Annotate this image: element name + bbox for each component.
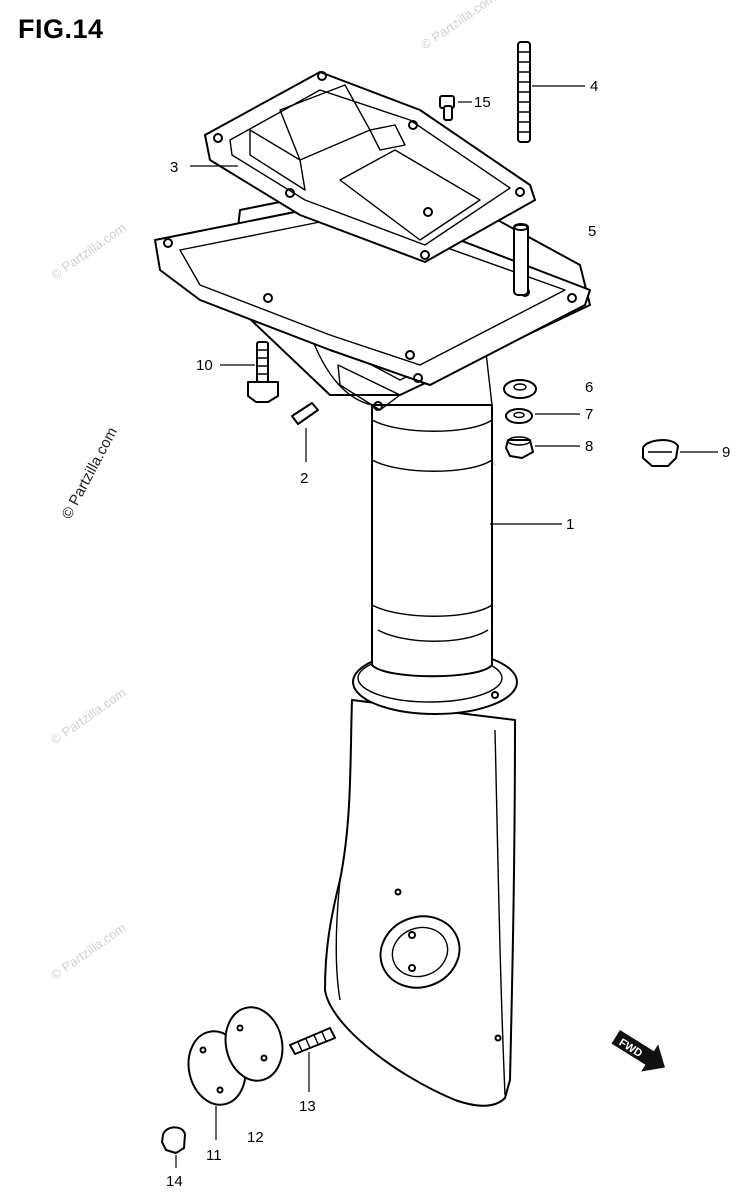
watermark: © Partzilla.com (418, 0, 498, 52)
gasket (204, 71, 536, 263)
leader-lines (175, 85, 718, 1168)
small-bolt (439, 95, 455, 121)
callout-8: 8 (585, 438, 593, 455)
callout-11: 11 (206, 1147, 222, 1164)
callout-2: 2 (300, 470, 308, 487)
cap-nut (642, 439, 679, 467)
stud-bolt (517, 41, 531, 143)
callout-9: 9 (722, 444, 730, 461)
callouts: 1 2 3 4 5 6 7 8 9 10 11 12 13 14 15 (166, 78, 730, 1190)
forward-arrow-icon: FWD (611, 1030, 665, 1072)
callout-4: 4 (590, 78, 598, 95)
figure-title: FIG.14 (18, 14, 104, 44)
watermark: © Partzilla.com (48, 220, 128, 283)
short-stud (289, 1027, 336, 1055)
callout-3: 3 (170, 159, 178, 176)
gasket-plate (224, 1006, 284, 1082)
callout-7: 7 (585, 406, 593, 423)
watermark: © Partzilla.com (48, 920, 128, 983)
callout-6: 6 (585, 379, 593, 396)
callout-15: 15 (474, 94, 491, 111)
dowel-pin (513, 223, 529, 296)
callout-5: 5 (588, 223, 596, 240)
callout-13: 13 (299, 1098, 316, 1115)
callout-14: 14 (166, 1173, 183, 1190)
hex-nut (505, 436, 534, 459)
watermark: © Partzilla.com (48, 685, 128, 748)
pin (291, 402, 319, 425)
spring-washer (505, 408, 533, 424)
callout-12: 12 (247, 1129, 264, 1146)
drive-shaft-housing (154, 174, 591, 1107)
washer (503, 379, 537, 399)
watermark-vertical: © Partzilla.com (59, 425, 121, 522)
small-nut (161, 1126, 186, 1154)
callout-10: 10 (196, 357, 213, 374)
hex-bolt (247, 341, 279, 403)
callout-1: 1 (566, 516, 574, 533)
